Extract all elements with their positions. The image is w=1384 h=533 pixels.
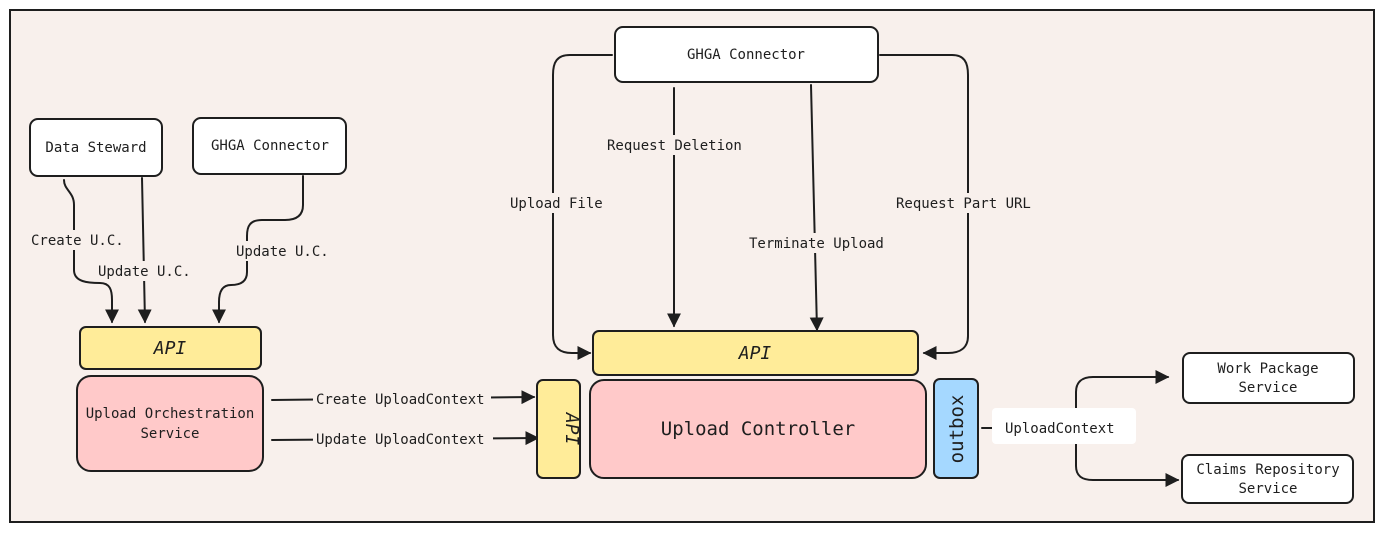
edge-label-create-uc: Create U.C. — [28, 230, 124, 250]
edge-label-text: Request Deletion — [607, 138, 742, 154]
node-api-top: API — [592, 330, 919, 376]
node-claims-repository-service: Claims Repository Service — [1181, 454, 1354, 504]
edge-label-request-deletion: Request Deletion — [604, 135, 744, 155]
edge-upload-context-claims — [1075, 427, 1180, 487]
edge-upload-context-work-package — [1075, 370, 1170, 429]
edge-label-terminate-upload: Terminate Upload — [746, 233, 886, 253]
edge-label-text: Request Part URL — [896, 196, 1031, 212]
node-api-vertical-label: API — [561, 412, 582, 446]
node-ghga-connector-top: GHGA Connector — [614, 26, 879, 83]
node-api-vertical: API — [536, 379, 582, 479]
edge-create-uc — [63, 179, 119, 324]
node-ghga-connector-left: GHGA Connector — [192, 117, 347, 175]
edge-label-request-part-url: Request Part URL — [893, 193, 1043, 213]
edge-label-upload-context: UploadContext — [992, 408, 1136, 444]
node-api-left-label: API — [153, 338, 187, 359]
node-upload-orchestration-line2: Service — [140, 426, 199, 442]
edge-label-text: Update U.C. — [236, 244, 329, 260]
edge-label-update-uc-connector: Update U.C. — [233, 241, 331, 261]
edge-label-text: Update UploadContext — [316, 432, 485, 448]
node-work-package-service: Work Package Service — [1182, 352, 1355, 404]
edge-label-text: Terminate Upload — [749, 236, 884, 252]
edge-label-text: Create UploadContext — [316, 392, 485, 408]
edge-label-text: Upload File — [510, 196, 603, 212]
node-claims-repository-line2: Service — [1238, 481, 1297, 497]
edge-terminate-upload — [809, 84, 824, 332]
node-upload-orchestration-line1: Upload Orchestration — [86, 406, 255, 422]
node-api-top-label: API — [738, 343, 772, 364]
node-upload-controller: Upload Controller — [589, 379, 927, 479]
edge-label-upload-file: Upload File — [507, 193, 603, 213]
node-work-package-line1: Work Package — [1217, 361, 1318, 377]
node-claims-repository-line1: Claims Repository — [1196, 462, 1339, 478]
node-ghga-connector-left-label: GHGA Connector — [211, 138, 329, 154]
node-api-left: API — [79, 326, 262, 370]
node-upload-controller-label: Upload Controller — [661, 418, 855, 440]
edge-label-update-uc-steward: Update U.C. — [96, 261, 194, 281]
node-upload-orchestration-service: Upload Orchestration Service — [76, 375, 264, 472]
edge-update-uc-steward — [137, 177, 152, 324]
node-work-package-line2: Service — [1238, 380, 1297, 396]
edge-label-text: UploadContext — [1005, 421, 1115, 437]
edge-label-text: Create U.C. — [31, 233, 124, 249]
node-data-steward-label: Data Steward — [45, 140, 146, 156]
edge-label-update-upload-context: Update UploadContext — [313, 429, 493, 449]
node-outbox-label: outbox — [946, 395, 968, 464]
edge-label-text: Update U.C. — [98, 264, 191, 280]
edge-update-uc-connector — [212, 175, 304, 324]
node-ghga-connector-top-label: GHGA Connector — [687, 47, 805, 63]
node-data-steward: Data Steward — [29, 118, 163, 177]
node-outbox: outbox — [933, 378, 979, 479]
edge-label-create-upload-context: Create UploadContext — [313, 389, 491, 409]
